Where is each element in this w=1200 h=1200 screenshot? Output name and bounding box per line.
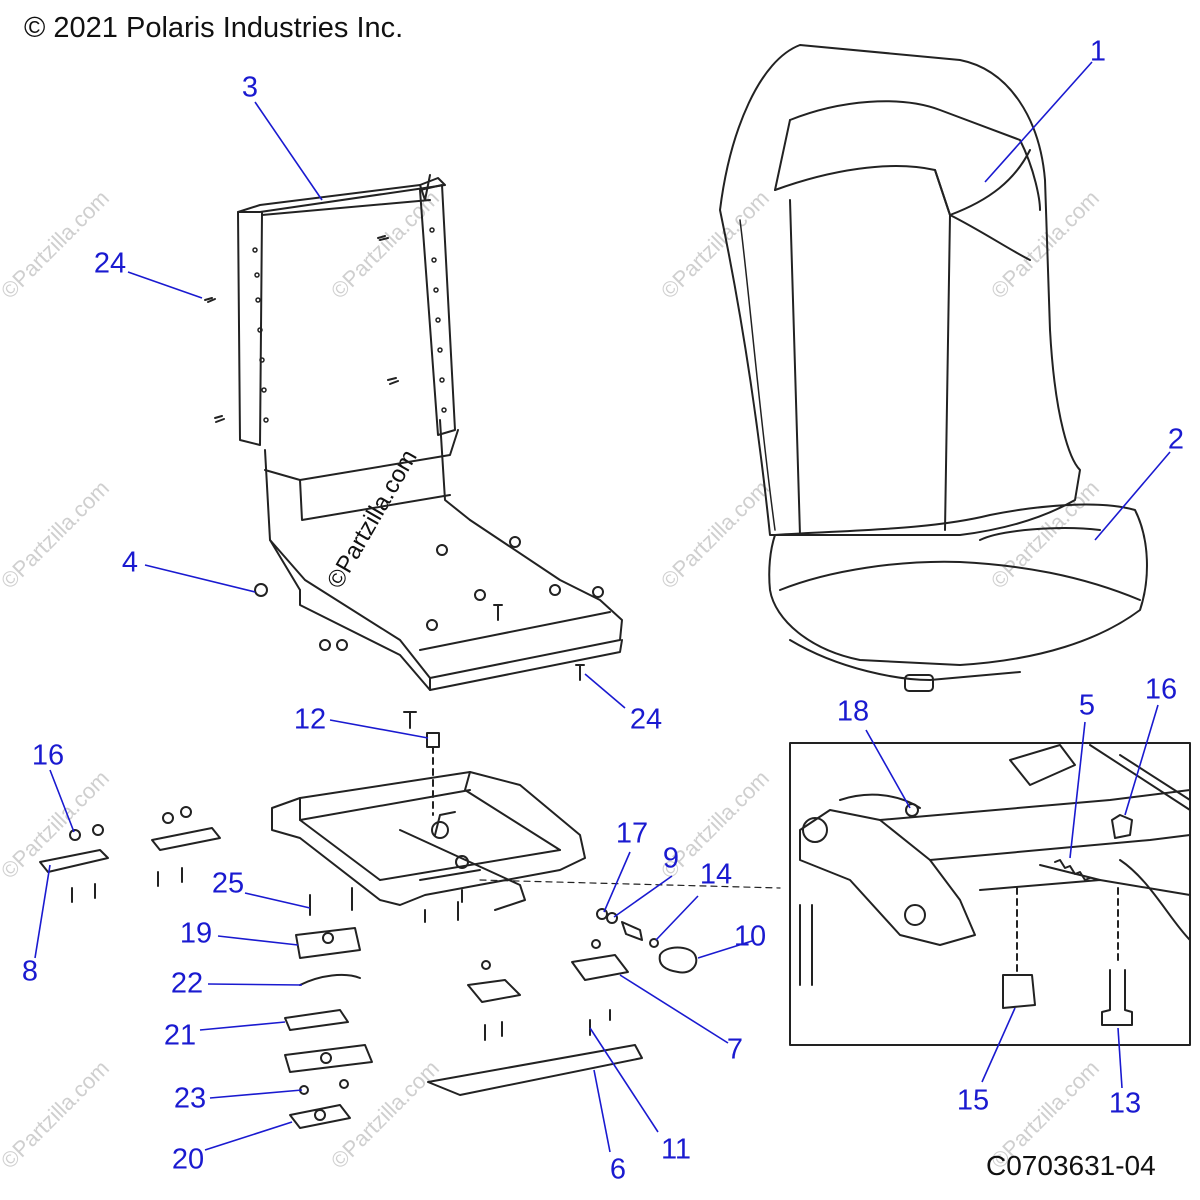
callout-12: 12: [293, 703, 327, 736]
watermark: ©Partzilla.com: [0, 1055, 114, 1173]
part-6-rail-plate: [427, 1044, 643, 1096]
callout-6: 6: [609, 1153, 627, 1186]
part-cover-plate: [284, 1044, 373, 1073]
seat-backrest: [719, 44, 1081, 536]
watermark: ©Partzilla.com: [0, 475, 114, 593]
seat-slider-assembly: [271, 711, 781, 923]
callout-15: 15: [956, 1084, 990, 1117]
watermark: ©Partzilla.com: [986, 475, 1104, 593]
callout-16: 16: [1144, 673, 1178, 706]
part-22-clip: [299, 973, 361, 986]
callout-11: 11: [660, 1133, 692, 1166]
callout-25: 25: [211, 867, 245, 900]
part-8-plate: [39, 849, 109, 873]
callout-14: 14: [699, 858, 733, 891]
callout-20: 20: [171, 1143, 205, 1176]
watermark: ©Partzilla.com: [656, 185, 774, 303]
figure-id: C0703631-04: [986, 1150, 1156, 1181]
small-parts-center: [427, 908, 698, 1096]
watermark: ©Partzilla.com: [656, 475, 774, 593]
watermark: ©Partzilla.com: [326, 1055, 444, 1173]
callout-1: 1: [1089, 35, 1107, 68]
callout-9: 9: [662, 842, 680, 875]
part-19-block: [295, 927, 361, 959]
callout-21: 21: [163, 1019, 197, 1052]
callout-23: 23: [173, 1082, 207, 1115]
watermark: ©Partzilla.com: [0, 185, 114, 303]
part-15-nut: [1002, 974, 1036, 1009]
leader-lines: [34, 61, 1171, 1153]
callout-16: 16: [31, 739, 65, 772]
callout-13: 13: [1108, 1087, 1142, 1120]
part-13-bolt: [1101, 969, 1133, 1026]
seat-cushion: [768, 503, 1148, 692]
callout-2: 2: [1167, 423, 1185, 456]
callout-24: 24: [93, 247, 127, 280]
seat-frame: [204, 174, 623, 691]
small-parts-left: [39, 806, 373, 1129]
part-21-bracket: [284, 1009, 349, 1031]
part-10-knob: [658, 946, 698, 974]
callout-19: 19: [179, 917, 213, 950]
callout-24: 24: [629, 703, 663, 736]
callout-7: 7: [726, 1033, 744, 1066]
copyright-notice: © 2021 Polaris Industries Inc.: [24, 12, 404, 44]
part-20-nut-plate: [289, 1104, 351, 1129]
callout-5: 5: [1078, 689, 1096, 722]
part-7-bracket: [571, 954, 629, 981]
callout-10: 10: [733, 920, 767, 953]
callout-4: 4: [121, 546, 139, 579]
callout-3: 3: [241, 71, 259, 104]
detail-inset: [789, 742, 1191, 1046]
part-5-spring: [1054, 859, 1091, 881]
callout-8: 8: [21, 955, 39, 988]
callout-22: 22: [170, 967, 204, 1000]
callout-17: 17: [615, 817, 649, 850]
callout-18: 18: [836, 695, 870, 728]
